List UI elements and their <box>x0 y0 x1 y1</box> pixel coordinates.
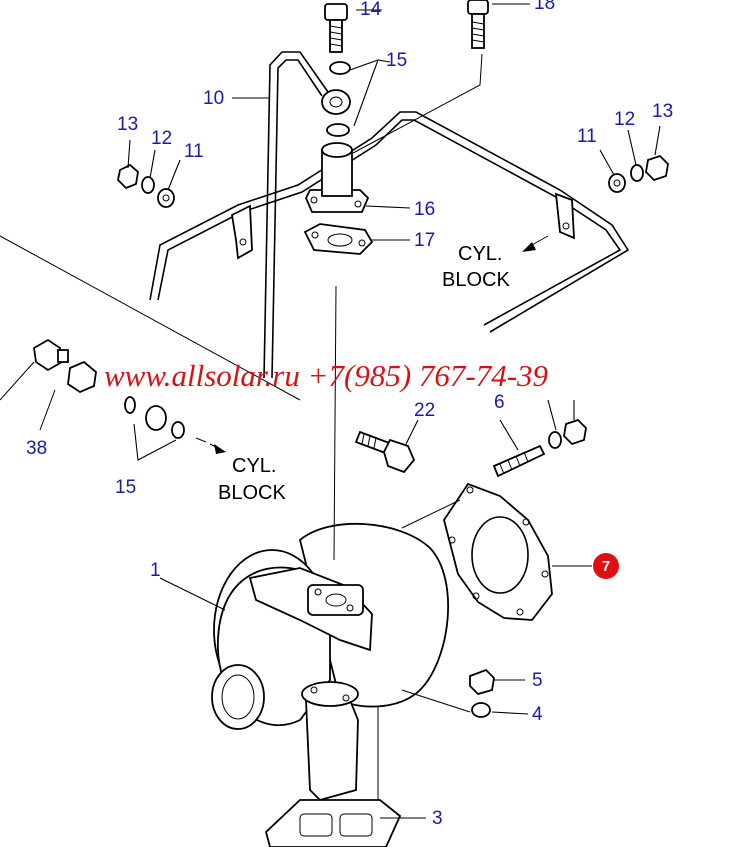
label-13-left: 13 <box>117 114 138 135</box>
label-14: 14 <box>360 0 382 20</box>
nut-5 <box>469 668 495 696</box>
label-16: 16 <box>414 199 435 220</box>
arrow-to-cyl-block-right <box>522 235 549 252</box>
label-11-left: 11 <box>184 141 204 162</box>
label-6: 6 <box>494 392 505 413</box>
fitting-38-drawing <box>0 338 97 431</box>
leader-lines <box>127 3 661 819</box>
label-5: 5 <box>532 670 543 691</box>
label-17: 17 <box>414 230 435 251</box>
gasket-7-drawing <box>443 482 553 621</box>
washer-6 <box>548 431 562 449</box>
tube-clamp-right <box>554 192 575 240</box>
tube-clamp-left <box>231 204 253 260</box>
label-7: 7 <box>602 558 610 575</box>
label-15-top: 15 <box>386 50 407 71</box>
stud-6-drawing <box>492 419 546 478</box>
gasket-17-drawing <box>303 223 374 255</box>
turbocharger-body <box>211 285 449 847</box>
o-ring-15-upper <box>329 61 351 75</box>
label-15-bottom: 15 <box>115 477 136 498</box>
nut-6 <box>563 418 587 446</box>
note-cyl-block-right-line1: CYL. <box>458 243 502 265</box>
bolt-18-drawing <box>467 0 489 49</box>
label-7-highlight: 7 <box>593 553 619 579</box>
fastener-set-left <box>117 163 175 208</box>
bolt-14-drawing <box>324 3 348 53</box>
label-11-right: 11 <box>577 126 597 147</box>
fastener-set-right <box>608 154 669 193</box>
label-18: 18 <box>534 0 555 14</box>
banjo-fitting <box>321 89 351 115</box>
o-ring-15-bottom-c <box>171 421 185 439</box>
watermark-text: www.allsolar.ru +7(985) 767-74-39 <box>104 358 548 393</box>
connector-16-drawing <box>305 142 370 213</box>
label-12-left: 12 <box>151 128 172 149</box>
note-cyl-block-left-line1: CYL. <box>232 455 276 477</box>
label-3: 3 <box>432 808 443 829</box>
gasket-7-ref-lines <box>401 499 471 713</box>
bolt-22-drawing <box>354 430 416 474</box>
o-ring-15-bottom-a <box>124 396 136 414</box>
label-10: 10 <box>203 88 224 109</box>
reference-line <box>0 235 301 401</box>
label-13-right: 13 <box>652 101 673 122</box>
o-ring-15-lower <box>326 123 350 137</box>
note-cyl-block-right-line2: BLOCK <box>442 269 510 291</box>
label-4: 4 <box>532 704 543 725</box>
o-ring-15-bottom-b <box>145 405 167 431</box>
washer-4 <box>471 702 491 718</box>
label-38: 38 <box>26 438 47 459</box>
label-22: 22 <box>414 400 435 421</box>
oil-tube-frame <box>149 51 630 379</box>
arrow-to-cyl-block-left <box>195 437 226 454</box>
note-cyl-block-left-line2: BLOCK <box>218 482 286 504</box>
gasket-3-drawing <box>264 799 402 847</box>
label-1: 1 <box>150 560 161 581</box>
label-12-right: 12 <box>614 109 635 130</box>
